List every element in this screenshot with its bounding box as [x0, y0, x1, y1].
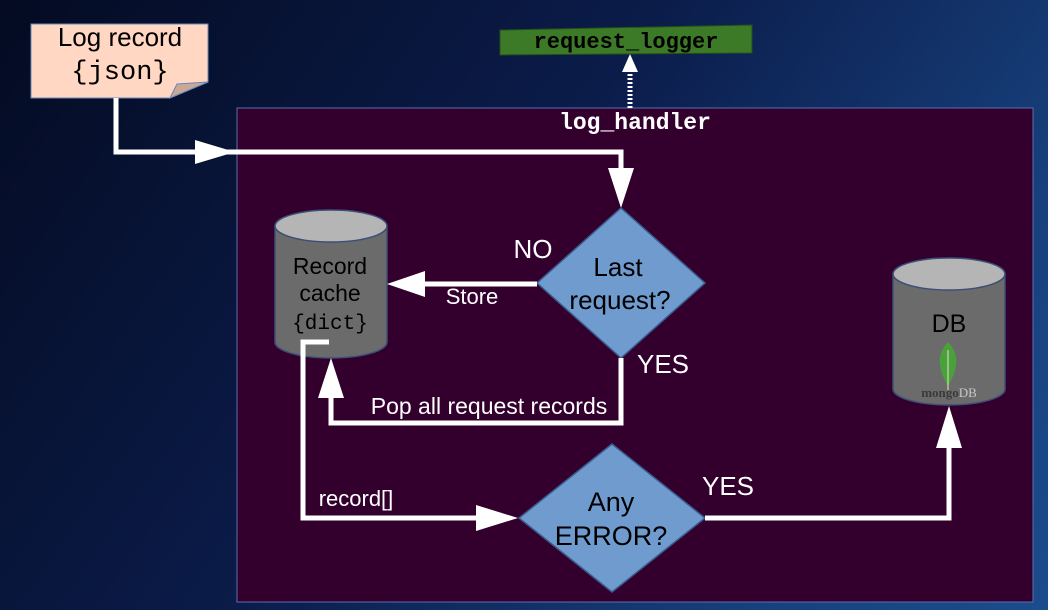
store-label: Store — [446, 284, 499, 309]
any-error-line1: Any — [588, 487, 635, 517]
any-error-decision — [517, 443, 707, 593]
last-request-line1: Last — [593, 252, 643, 282]
handler-to-decision-arrowhead — [608, 168, 634, 208]
no-label: NO — [514, 234, 553, 264]
record-list-arrow — [300, 339, 478, 521]
request-logger-label: request_logger — [534, 30, 719, 55]
record-list-arrowhead — [476, 505, 518, 531]
db-write-arrow — [705, 445, 952, 521]
record-cache-cylinder — [274, 209, 388, 359]
mongodb-leaf-icon — [939, 342, 957, 390]
any-error-line2: ERROR? — [555, 521, 668, 551]
record-cache-label-line1: Record — [293, 253, 367, 279]
log-record-format: {json} — [71, 58, 168, 88]
input-flow-arrowhead — [195, 140, 235, 164]
record-list-label: record[] — [319, 486, 394, 511]
db-write-arrowhead — [936, 406, 962, 448]
record-cache-label-line2: cache — [299, 280, 360, 306]
pop-records-label: Pop all request records — [371, 393, 608, 419]
yes-error-label: YES — [702, 471, 754, 501]
log-record-note-fold — [168, 81, 209, 99]
handler-to-logger-arrowhead — [622, 54, 638, 72]
pop-records-arrow — [328, 358, 624, 426]
pop-records-arrowhead — [318, 358, 344, 398]
log-record-title: Log record — [58, 22, 182, 52]
last-request-line2: request? — [569, 285, 670, 315]
db-cylinder — [892, 257, 1006, 406]
request-logger-box — [499, 24, 753, 56]
record-cache-label-line3: {dict} — [292, 313, 368, 336]
store-arrowhead — [387, 271, 425, 297]
yes-last-label: YES — [637, 349, 689, 379]
mongodb-logo-text: mongoDB — [921, 385, 977, 400]
input-flow-arrow — [113, 98, 235, 155]
log-handler-label: log_handler — [559, 110, 711, 136]
db-label: DB — [932, 310, 967, 338]
